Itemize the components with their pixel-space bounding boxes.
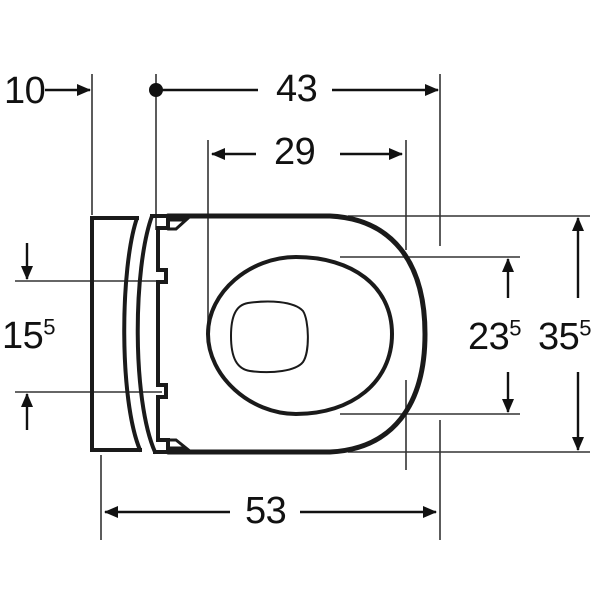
origin-dot [149, 83, 163, 97]
collar-chamfer-bottom [166, 438, 191, 450]
dimension-label-15-5-superscript: 5 [43, 314, 56, 340]
dimension-label-43: 43 [276, 68, 318, 110]
dimension-label-23-5-value: 23 [468, 316, 510, 358]
dimension-label-35-5: 355 [538, 315, 592, 358]
extension-lines-group [15, 74, 590, 540]
dimension-label-23-5-superscript: 5 [509, 315, 522, 341]
collar-chamfer-top [166, 218, 190, 231]
wall-mount-backplate [90, 216, 142, 452]
flush-aperture [230, 300, 309, 374]
wall-rib-inner [135, 214, 157, 454]
dimension-lines-group [21, 83, 584, 518]
dimension-label-15-5: 155 [2, 314, 56, 357]
dimension-label-10: 10 [4, 70, 46, 112]
dimension-label-15-5-value: 15 [2, 315, 44, 357]
toilet-seat-ring [206, 255, 394, 416]
toilet-outer-body [165, 213, 428, 455]
wall-rib-outer [122, 216, 142, 452]
toilet-neck-profile [150, 214, 170, 454]
toilet-geometry-group [90, 213, 428, 455]
dimension-label-29: 29 [274, 131, 316, 173]
dimension-label-35-5-superscript: 5 [579, 315, 592, 341]
dimension-label-23-5: 235 [468, 315, 522, 358]
dimension-label-53: 53 [245, 490, 287, 532]
dimension-label-35-5-value: 35 [538, 316, 580, 358]
